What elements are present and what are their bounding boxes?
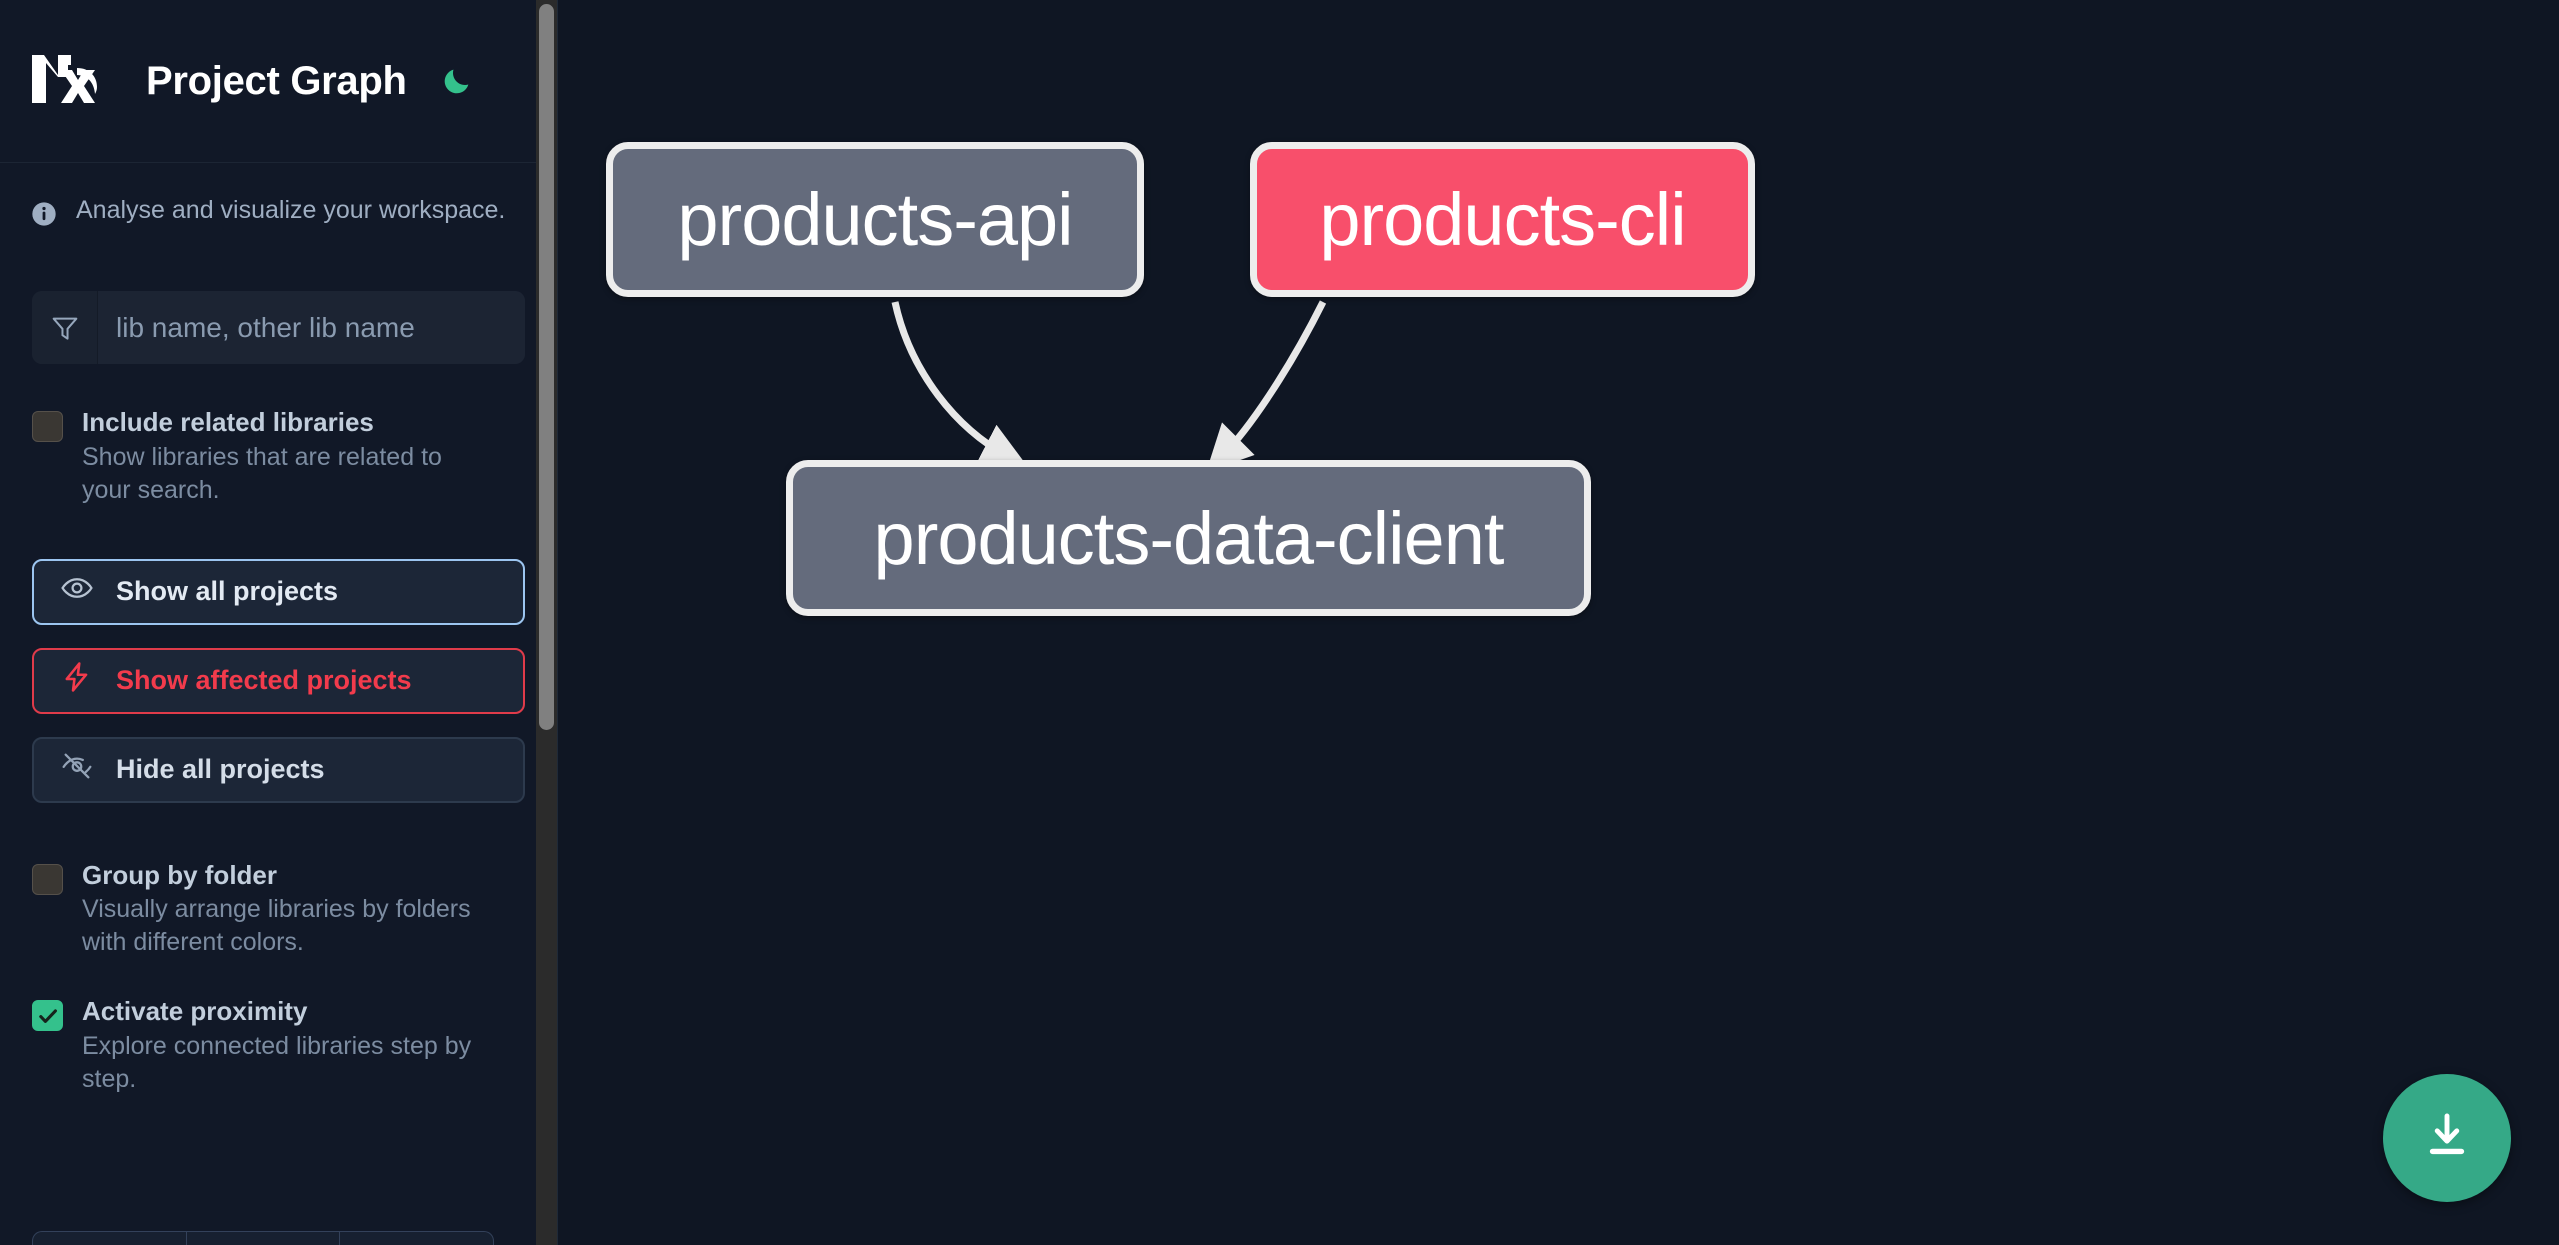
search-field[interactable]	[32, 291, 525, 364]
node-label: products-cli	[1319, 178, 1686, 261]
lightning-bolt-icon	[60, 660, 94, 701]
search-input[interactable]	[98, 291, 525, 364]
node-label: products-api	[677, 178, 1073, 261]
option-title: Activate proximity	[82, 996, 308, 1026]
option-subtitle: Visually arrange libraries by folders wi…	[82, 895, 471, 956]
workspace-description-text: Analyse and visualize your workspace.	[76, 196, 506, 224]
sidebar-scroll-area: Project Graph Analyse and visualize yo	[0, 0, 557, 1245]
segmented-control-partial[interactable]	[32, 1231, 494, 1245]
projects-action-buttons: Show all projects Show affected projects	[32, 558, 525, 803]
segment[interactable]	[340, 1232, 493, 1245]
moon-icon[interactable]	[437, 61, 477, 101]
show-affected-projects-button[interactable]: Show affected projects	[32, 647, 525, 714]
node-label: products-data-client	[873, 496, 1505, 580]
option-subtitle: Explore connected libraries step by step…	[82, 1031, 472, 1093]
button-label: Hide all projects	[116, 754, 325, 784]
segment[interactable]	[33, 1232, 187, 1245]
option-include-related-libraries[interactable]: Include related libraries Show libraries…	[0, 406, 557, 507]
eye-icon	[60, 571, 94, 612]
graph-node-products-data-client[interactable]: products-data-client	[786, 460, 1591, 616]
button-label: Show affected projects	[116, 665, 412, 695]
sidebar-scrollbar[interactable]	[536, 0, 557, 1245]
sidebar: Project Graph Analyse and visualize yo	[0, 0, 558, 1245]
edge-products-api-to-products-data-client	[891, 301, 1028, 467]
button-label: Show all projects	[116, 576, 339, 606]
info-icon	[30, 200, 58, 233]
option-activate-proximity[interactable]: Activate proximity Explore connected lib…	[0, 995, 557, 1096]
option-subtitle: Show libraries that are related to your …	[82, 442, 442, 504]
option-title: Include related libraries	[82, 407, 374, 437]
segment[interactable]	[187, 1232, 341, 1245]
nx-logo	[30, 51, 108, 111]
graph-node-products-cli[interactable]: products-cli	[1250, 142, 1755, 297]
eye-off-icon	[60, 749, 94, 790]
checkbox-group-by-folder[interactable]	[32, 863, 63, 895]
download-icon	[2419, 1108, 2475, 1169]
hide-all-projects-button[interactable]: Hide all projects	[32, 736, 525, 803]
edge-products-cli-to-products-data-client	[1206, 300, 1327, 472]
page-title: Project Graph	[146, 58, 407, 103]
checkbox-activate-proximity[interactable]	[32, 1000, 63, 1031]
option-title: Group by folder	[82, 859, 277, 890]
graph-node-products-api[interactable]: products-api	[606, 142, 1144, 297]
checkbox-include-related-libraries[interactable]	[32, 411, 63, 442]
filter-icon	[32, 291, 98, 364]
show-all-projects-button[interactable]: Show all projects	[32, 558, 525, 625]
download-button[interactable]	[2383, 1074, 2511, 1202]
sidebar-scrollbar-thumb[interactable]	[539, 4, 554, 730]
workspace-description: Analyse and visualize your workspace.	[0, 163, 557, 233]
sidebar-header: Project Graph	[0, 0, 557, 163]
graph-canvas[interactable]: products-api products-cli products-data-…	[558, 0, 2559, 1245]
option-group-by-folder[interactable]: Group by folder Visually arrange librari…	[0, 859, 557, 960]
